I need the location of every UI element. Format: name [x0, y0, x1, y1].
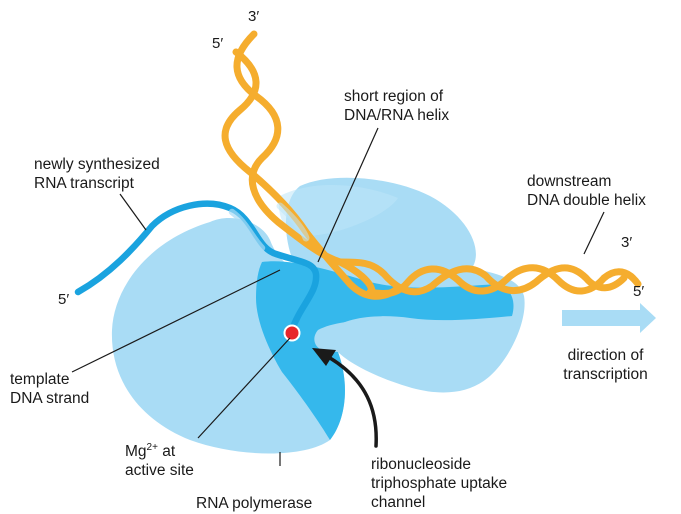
label-downstream: downstream DNA double helix	[527, 172, 646, 210]
label-nascent-rna-line2: RNA transcript	[34, 174, 160, 193]
leader-downstream	[584, 212, 604, 254]
leader-rna-transcript	[120, 194, 146, 230]
label-mg-charge: 2+	[147, 442, 158, 453]
label-template-line2: DNA strand	[10, 389, 89, 408]
label-uptake-line3: channel	[371, 493, 507, 512]
label-downstream-line2: DNA double helix	[527, 191, 646, 210]
label-uptake-line1: ribonucleoside	[371, 455, 507, 474]
end-top-three-prime: 3′	[248, 9, 259, 25]
label-mg-site: Mg2+ at active site	[125, 442, 194, 480]
label-uptake-line2: triphosphate uptake	[371, 474, 507, 493]
label-hybrid-helix-line1: short region of	[344, 87, 449, 106]
rna-polymerase	[112, 178, 525, 454]
label-template: template DNA strand	[10, 370, 89, 408]
end-right-five-prime: 5′	[633, 284, 644, 300]
label-uptake: ribonucleoside triphosphate uptake chann…	[371, 455, 507, 512]
label-mg-prefix: Mg	[125, 443, 147, 460]
label-hybrid-helix: short region of DNA/RNA helix	[344, 87, 449, 125]
label-direction-line2: transcription	[543, 365, 668, 384]
end-rna-five-prime: 5′	[58, 292, 69, 308]
label-polymerase: RNA polymerase	[196, 494, 312, 513]
direction-arrow	[562, 303, 656, 333]
label-hybrid-helix-line2: DNA/RNA helix	[344, 106, 449, 125]
label-downstream-line1: downstream	[527, 172, 646, 191]
label-nascent-rna-line1: newly synthesized	[34, 155, 160, 174]
end-top-five-prime: 5′	[212, 36, 223, 52]
label-mg-line1: Mg2+ at	[125, 442, 194, 461]
label-direction: direction of transcription	[543, 346, 668, 384]
label-template-line1: template	[10, 370, 89, 389]
label-mg-suffix: at	[158, 443, 175, 460]
label-mg-line2: active site	[125, 461, 194, 480]
end-right-three-prime: 3′	[621, 235, 632, 251]
mg-ion	[285, 326, 300, 341]
label-direction-line1: direction of	[543, 346, 668, 365]
label-nascent-rna: newly synthesized RNA transcript	[34, 155, 160, 193]
